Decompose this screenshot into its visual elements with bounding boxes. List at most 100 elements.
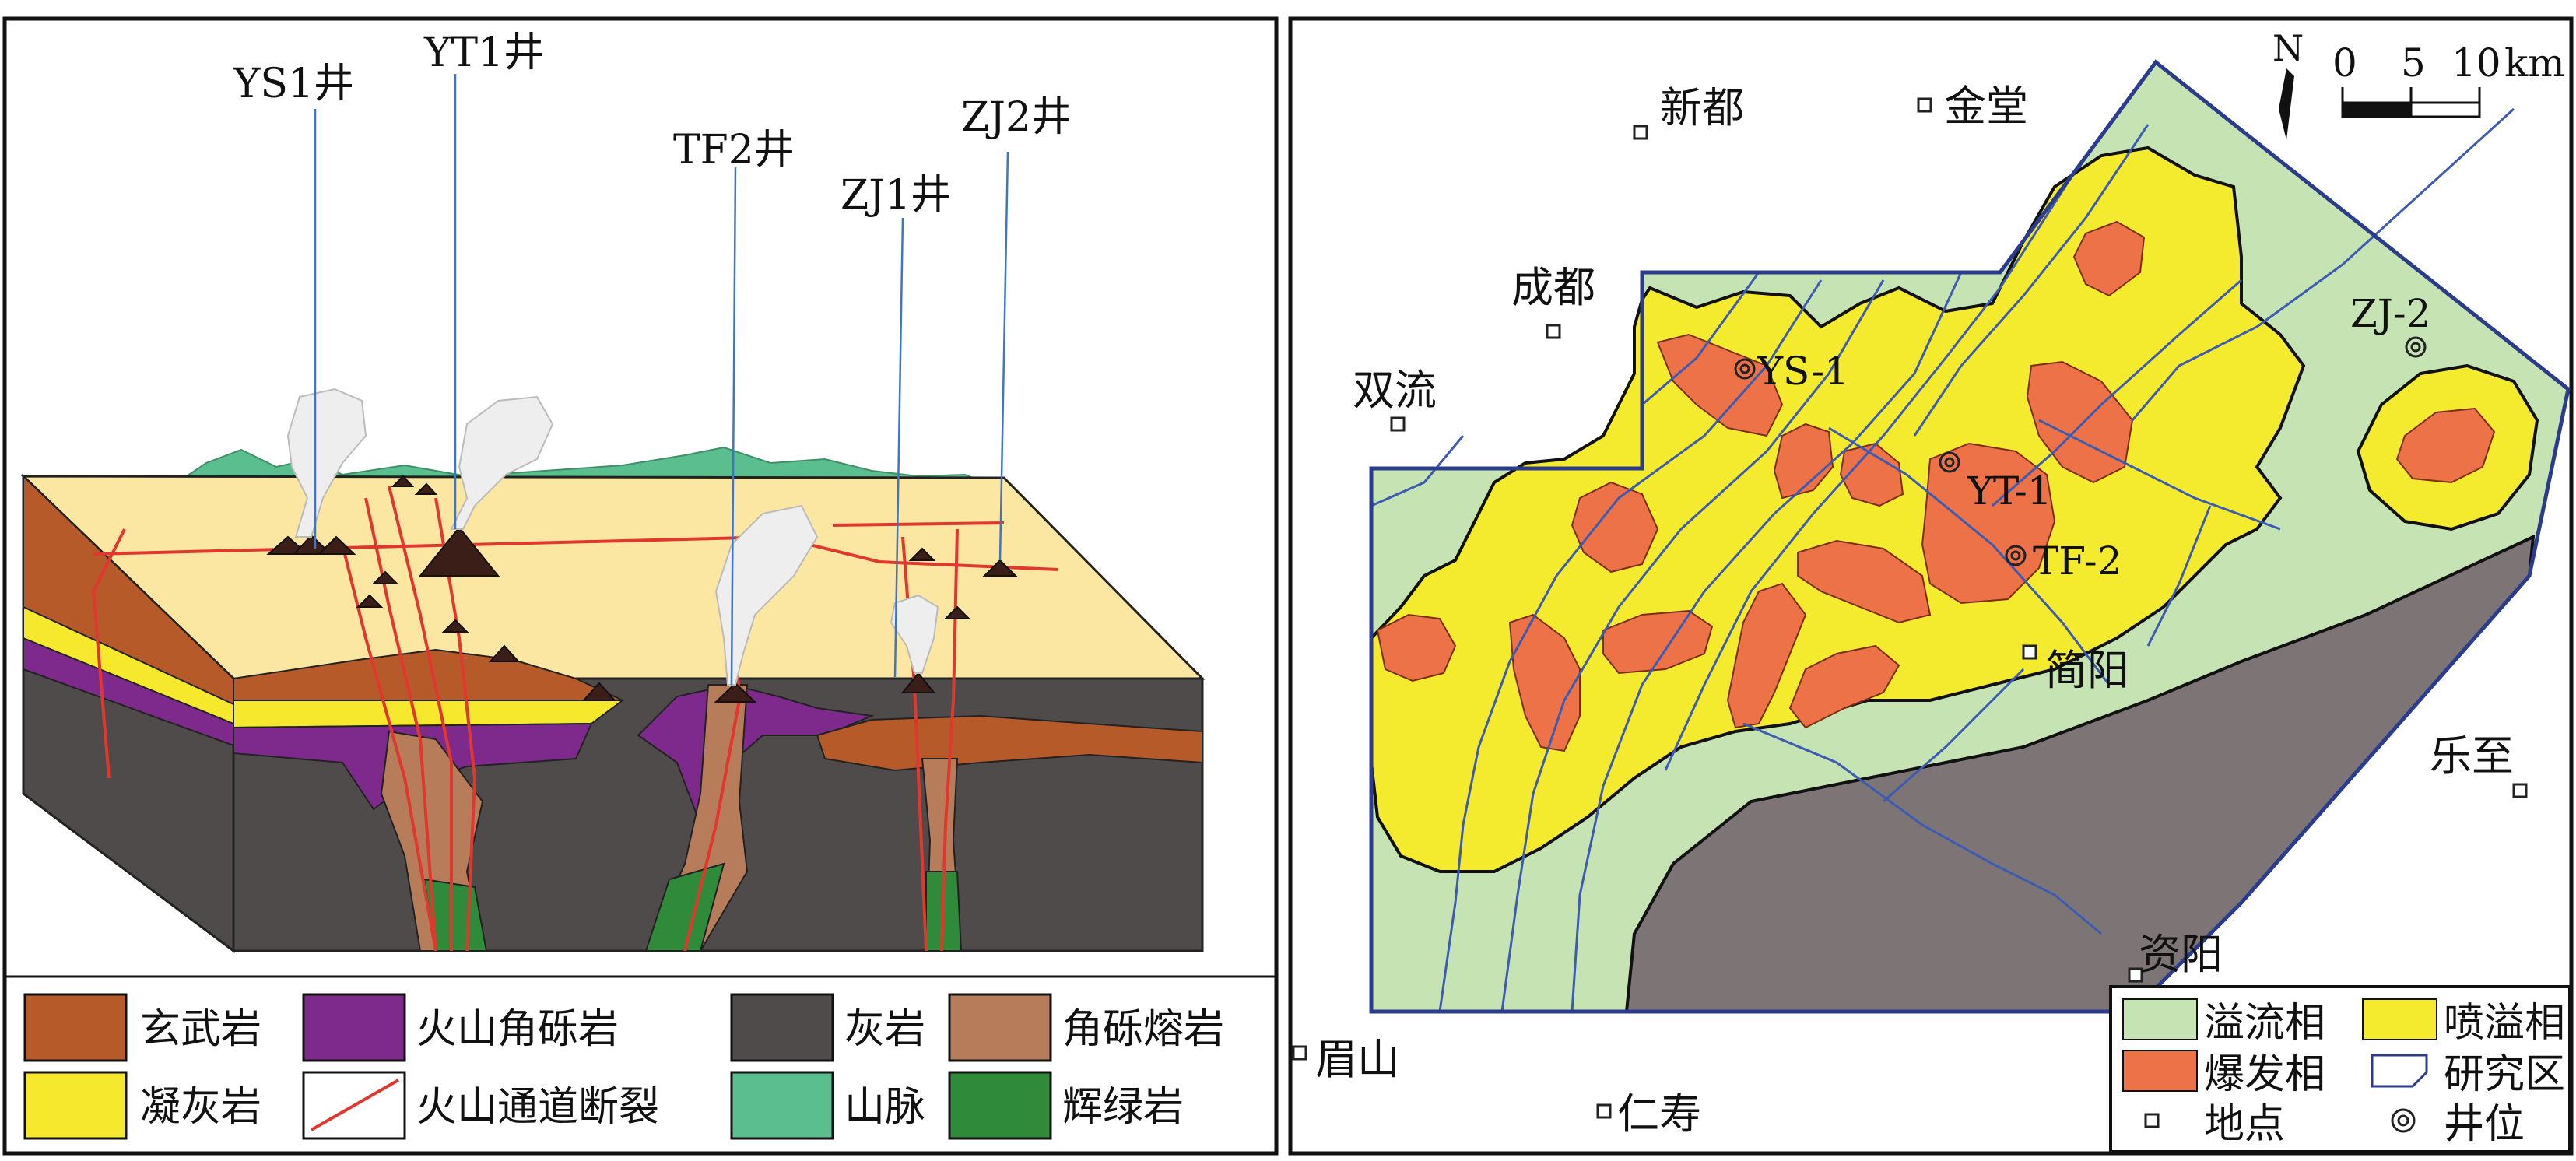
place-label-renshou: 仁寿 [1617,1089,1701,1138]
legend-label-overflow: 溢流相 [2204,1000,2325,1047]
place-marker-lezhi [2512,783,2528,798]
cone [418,526,500,577]
isoline [1641,272,1760,406]
legend-label-limestone: 灰岩 [844,1006,925,1053]
legend-swatch-study-area [2371,1054,2428,1088]
legend-label-breccia-lava: 角砾熔岩 [1062,1006,1224,1053]
legend-swatch-place [2144,1113,2160,1128]
well-symbol-zj2 [2405,336,2427,358]
front-basalt-right [816,714,1203,772]
well-line-tf2 [730,167,737,686]
fault-conduit-b [388,486,453,951]
place-marker-meishan [1292,1045,1307,1061]
well-line-zj2 [998,151,1009,561]
explosive-patch [1726,582,1807,729]
well-label-tf2: TF2井 [673,127,795,174]
map-wells [1734,336,2427,566]
explosive-patch [2395,407,2496,484]
well-lines [314,74,1009,686]
legend-label-mountain: 山脉 [844,1084,925,1131]
place-marker-ziyang [2128,967,2143,983]
explosive-patch [1773,423,1834,500]
cone [908,547,936,561]
place-label-shuangliu: 双流 [1353,366,1437,415]
well-symbol-tf2 [2005,545,2027,566]
well-label-zj2: ZJ2井 [961,94,1072,141]
isoline [1438,279,1823,1012]
explosive-patch [2072,220,2146,297]
cone [414,482,438,495]
cone [356,594,384,608]
legend-swatch-basalt [23,993,128,1062]
scale-bar-black [2341,101,2413,118]
well-symbol-yt1 [1939,451,1960,473]
isoline [2131,107,2515,421]
scale-bar-white [2409,101,2481,118]
legend-label-volcanic-breccia: 火山角砾岩 [416,1006,619,1053]
facies-map-panel: YS-1 YT-1 TF-2 ZJ-2 新都 金堂 成都 双流 简阳 乐至 资阳… [1288,16,2574,1156]
fault-conduit-d [341,544,437,952]
well-label-zj1: ZJ1井 [841,172,951,219]
plume [890,594,939,674]
fault-left-side [91,528,126,779]
cone [317,535,356,555]
legend-swatch-mountain [730,1071,834,1140]
block-legend: 玄武岩 火山角砾岩 灰岩 角砾熔岩 凝灰岩 火山通道断裂 山脉 辉绿岩 [6,975,1275,1140]
isoline [1913,124,2150,437]
place-label-jintang: 金堂 [1944,82,2028,131]
fault-surface-line-a [93,535,779,556]
cone [943,605,971,619]
scale-label-unit: km [2504,40,2565,86]
isoline [1500,279,1885,1012]
cone [714,682,757,703]
scale-label-10: 10 [2451,40,2501,86]
legend-swatch-well [2391,1108,2416,1133]
fault-conduit-a [364,497,437,952]
explosive-patch [1788,644,1900,729]
legend-swatch-diabase [948,1071,1052,1140]
plume [450,395,554,530]
legend-label-explosive: 爆发相 [2204,1051,2325,1098]
legend-label-diabase: 辉绿岩 [1062,1084,1184,1131]
isoline [1992,279,2242,507]
north-arrow: N [2272,27,2304,140]
plume [714,504,819,686]
scale-label-5: 5 [2401,40,2426,86]
place-label-jianyang: 简阳 [2045,646,2129,695]
eruption-plumes [286,388,939,686]
isoline [1742,722,2102,935]
well-label-ys1: YS1井 [233,61,354,107]
mountain-range [172,446,989,485]
place-markers [1292,97,2528,1119]
isoline [2146,505,2212,647]
legend-label-effusive: 喷溢相 [2444,1000,2565,1047]
north-label: N [2272,27,2304,69]
place-label-meishan: 眉山 [1315,1035,1399,1084]
study-area-boundary [1369,59,2571,1014]
place-marker-renshou [1596,1103,1612,1119]
legend-swatch-effusive [2362,998,2437,1040]
legend-label-basalt: 玄武岩 [140,1006,261,1053]
isoline [1828,426,2111,686]
well-icon-outer [2391,1108,2416,1133]
cone [581,682,617,701]
place-marker-jintang [1917,97,1932,113]
legend-label-study-area: 研究区 [2444,1051,2565,1098]
cone [488,644,521,662]
place-marker-chengdu [1546,324,1561,339]
north-arrow-icon [2279,68,2294,140]
place-label-xindu: 新都 [1660,83,1744,132]
isoline [2038,419,2281,531]
map-well-label-ys1: YS-1 [1757,349,1849,394]
well-symbol-ys1 [1734,358,1756,380]
isoline [1370,435,1465,507]
legend-label-tuff: 凝灰岩 [140,1084,261,1131]
map-well-label-yt1: YT-1 [1967,468,2052,514]
cone [371,570,399,584]
map-legend: 溢流相 喷溢相 爆发相 研究区 地点 井位 [2109,985,2571,1153]
isoline [1571,272,1963,1012]
well-line-zj1 [893,217,904,678]
well-label-yt1: YT1井 [423,30,544,76]
cone [982,559,1018,577]
